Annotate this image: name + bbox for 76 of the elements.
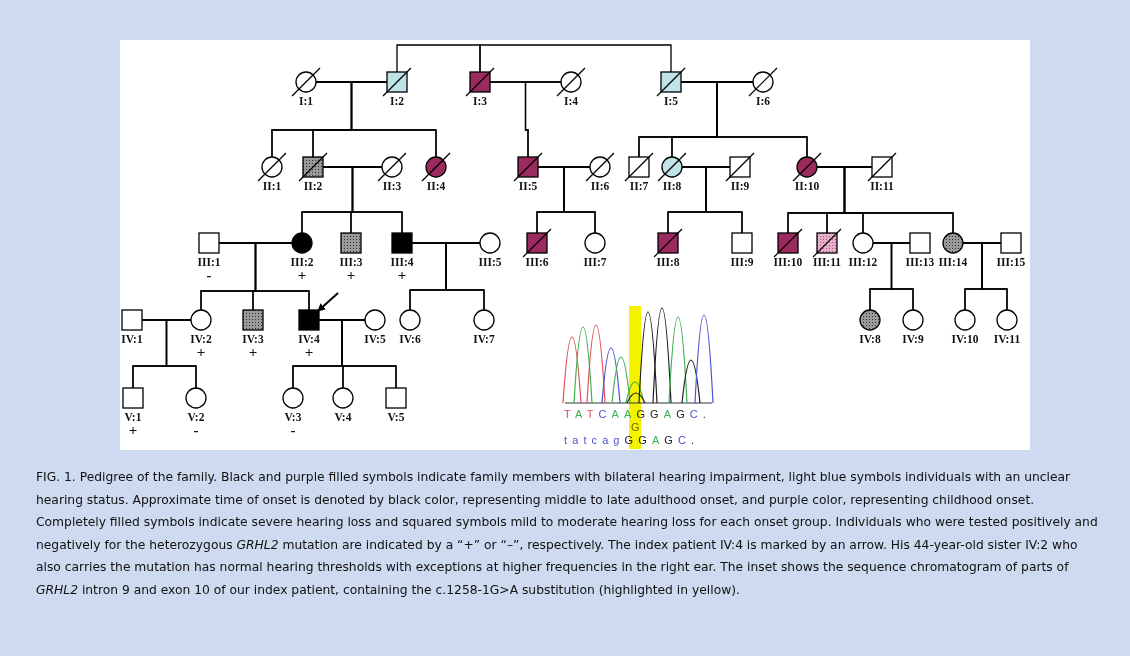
individual-id: III:15 bbox=[996, 256, 1026, 269]
individual-id: II:2 bbox=[303, 180, 323, 193]
individual-id: II:1 bbox=[262, 180, 282, 193]
individual-id: IV:7 bbox=[473, 333, 495, 346]
figure-caption: FIG. 1. Pedigree of the family. Black and purple filled symbols indicate family members with bilateral hearing impairment, light blue symbols individuals with an unclear hearing status. Approximate time of onset is denoted by black color, representing middle to late adulthood onset, and purple color, representing childhood onset. Completely filled symbols indicate severe hearing loss and squared symbols mild to moderate hearing loss for each onset group. Individuals who were tested positively and negatively for the heterozygous GRHL2 mutation are indicated by a “+” or “–”, respectively. The index patient IV:4 is marked by an arrow. His 44-year-old sister IV:2 who also carries the mutation has normal hearing thresholds with exceptions at higher frequencies in the right ear. The inset shows the sequence chromatogram of parts of GRHL2 intron 9 and exon 10 of our index patient, containing the c.1258-1G>A substitution (highlighted in yellow). bbox=[36, 469, 1099, 599]
individual-id: III:7 bbox=[583, 256, 607, 269]
individual-id: III:12 bbox=[848, 256, 878, 269]
individual-id: III:3 bbox=[339, 256, 363, 269]
individual-id: I:5 bbox=[663, 95, 679, 108]
individual-id: II:5 bbox=[518, 180, 538, 193]
descent-line bbox=[341, 319, 397, 389]
individual-id: II:3 bbox=[382, 180, 402, 193]
test-result: - bbox=[206, 269, 212, 282]
test-result: + bbox=[397, 269, 407, 282]
individual-id: III:2 bbox=[290, 256, 314, 269]
sibship-line bbox=[479, 44, 672, 73]
individual-id: IV:1 bbox=[121, 333, 143, 346]
individual-id: II:10 bbox=[794, 180, 820, 193]
test-result: + bbox=[196, 346, 206, 359]
descent-line bbox=[890, 242, 914, 311]
test-result: + bbox=[248, 346, 258, 359]
test-result: + bbox=[128, 424, 138, 437]
individual-id: II:9 bbox=[730, 180, 750, 193]
individual-id: IV:9 bbox=[902, 333, 924, 346]
individual-id: V:2 bbox=[187, 411, 205, 424]
arrow bbox=[317, 292, 339, 312]
individual-id: I:2 bbox=[389, 95, 405, 108]
individual-id: V:1 bbox=[124, 411, 142, 424]
individual-id: I:4 bbox=[563, 95, 579, 108]
descent-line bbox=[716, 81, 808, 158]
individual-id: II:7 bbox=[629, 180, 649, 193]
individual-id: V:4 bbox=[334, 411, 352, 424]
test-result: - bbox=[290, 424, 296, 437]
individual-id: III:8 bbox=[656, 256, 680, 269]
individual-id: III:5 bbox=[478, 256, 502, 269]
individual-id: IV:6 bbox=[399, 333, 421, 346]
descent-line bbox=[165, 319, 197, 389]
test-result: + bbox=[297, 269, 307, 282]
descent-line bbox=[705, 166, 743, 234]
individual-id: II:8 bbox=[662, 180, 682, 193]
test-result: - bbox=[193, 424, 199, 437]
individual-id: I:1 bbox=[298, 95, 314, 108]
individual-id: II:6 bbox=[590, 180, 610, 193]
individual-id: III:13 bbox=[905, 256, 935, 269]
individual-id: III:6 bbox=[525, 256, 549, 269]
individual-id: I:3 bbox=[472, 95, 488, 108]
test-result: + bbox=[304, 346, 314, 359]
descent-line bbox=[445, 242, 485, 311]
individual-id: IV:3 bbox=[242, 333, 264, 346]
individual-id: III:4 bbox=[390, 256, 414, 269]
individual-id: III:10 bbox=[773, 256, 803, 269]
individual-id: IV:8 bbox=[859, 333, 881, 346]
individual-id: IV:11 bbox=[993, 333, 1021, 346]
test-result: + bbox=[346, 269, 356, 282]
individual-id: III:11 bbox=[812, 256, 842, 269]
descent-line bbox=[524, 81, 562, 158]
individual-id: V:3 bbox=[284, 411, 302, 424]
individual-id: III:1 bbox=[197, 256, 221, 269]
individual-id: I:6 bbox=[755, 95, 771, 108]
descent-line bbox=[351, 166, 403, 234]
individual-id: III:9 bbox=[730, 256, 754, 269]
descent-line bbox=[563, 166, 596, 234]
individual-id: II:11 bbox=[870, 180, 894, 193]
individual-id: IV:5 bbox=[364, 333, 386, 346]
individual-id: IV:4 bbox=[298, 333, 320, 346]
individual-id: II:4 bbox=[426, 180, 446, 193]
sequence-text: G bbox=[631, 421, 645, 433]
descent-line bbox=[254, 242, 310, 311]
descent-line bbox=[843, 166, 954, 234]
sibship-line bbox=[396, 44, 481, 73]
individual-id: IV:2 bbox=[190, 333, 212, 346]
individual-id: III:14 bbox=[938, 256, 968, 269]
individual-id: V:5 bbox=[387, 411, 405, 424]
descent-line bbox=[981, 242, 1008, 311]
individual-id: IV:10 bbox=[951, 333, 979, 346]
descent-line bbox=[350, 81, 437, 158]
